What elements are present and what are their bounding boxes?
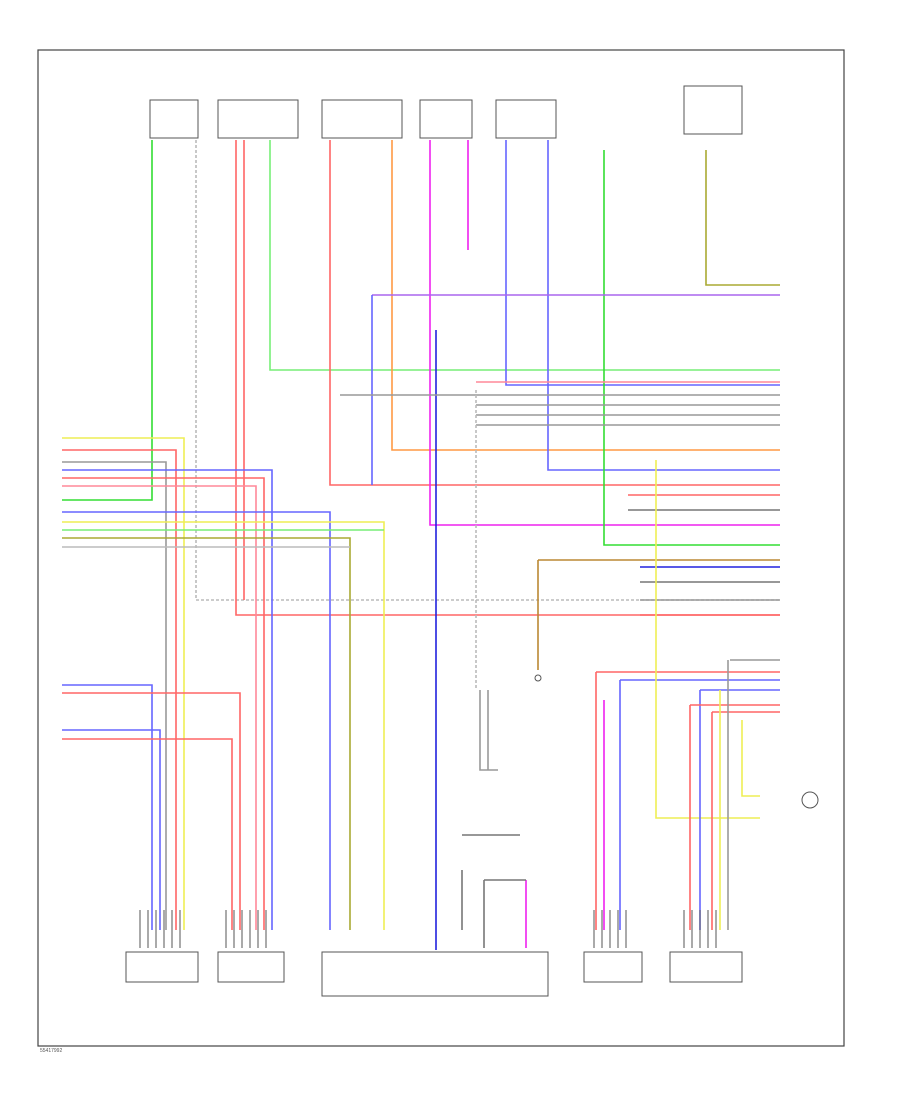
left-seat-module-box: [217, 951, 285, 983]
center-lower-wiring: [461, 390, 527, 948]
right-seat-module-box: [583, 951, 643, 983]
ground-symbol: [534, 674, 819, 809]
left-connector-bundle: [62, 437, 385, 930]
switch-box-1: [149, 99, 199, 139]
bottom-component-group: [125, 951, 743, 997]
wire-harness: [62, 140, 780, 950]
footer-code: 55417992: [40, 1048, 62, 1054]
right-connector-bundle: [595, 460, 780, 930]
right-lumbar-module-box: [669, 951, 743, 983]
power-seat-control-assembly-box: [321, 951, 549, 997]
switch-box-3: [321, 99, 403, 139]
relay-box: [683, 85, 743, 135]
switch-box-5: [495, 99, 557, 139]
connector-pins: [139, 910, 717, 948]
diagram-frame: [37, 49, 845, 1047]
top-switch-group: [149, 85, 743, 139]
switch-box-4: [419, 99, 473, 139]
left-lumbar-module-box: [125, 951, 199, 983]
switch-box-2: [217, 99, 299, 139]
